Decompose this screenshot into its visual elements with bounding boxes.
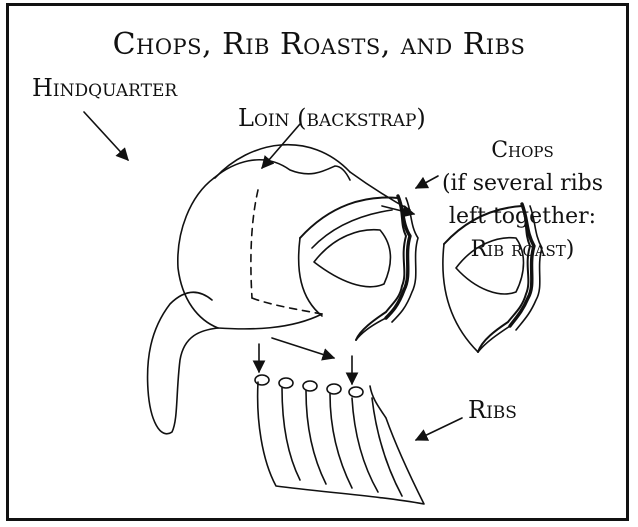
- chops-note-line-2: left together:: [420, 200, 625, 233]
- hindquarter-outline: [214, 160, 350, 180]
- rib-end-4: [327, 384, 341, 394]
- loin-cut-eye: [314, 230, 390, 287]
- ribs-label-arrow: [416, 418, 462, 440]
- chops-note-line-1: (if several ribs: [420, 167, 625, 200]
- rib-line-1: [282, 388, 300, 480]
- hindquarter-arrow: [84, 112, 128, 160]
- loin-cut-face: [300, 197, 406, 340]
- rib-end-2: [279, 378, 293, 388]
- loin-bottom-line: [218, 314, 322, 329]
- diagram-title: Chops, Rib Roasts, and Ribs: [0, 30, 638, 60]
- rib-end-3: [303, 381, 317, 391]
- chops-label: Chops: [420, 134, 625, 167]
- chops-label-group: Chops (if several ribs left together: Ri…: [420, 134, 625, 266]
- loin-bottom-to-chops-arrow: [272, 338, 334, 358]
- back-line: [215, 145, 350, 178]
- hindquarter-label: Hindquarter: [32, 76, 177, 100]
- chops-bottom-front: [478, 326, 510, 352]
- ribs-label: Ribs: [468, 398, 517, 422]
- hindquarter-rump: [178, 178, 218, 328]
- loin-edge-thick: [386, 196, 410, 318]
- loin-label: Loin (backstrap): [238, 106, 426, 130]
- rib-end-5: [349, 387, 363, 397]
- hindquarter-lower: [148, 292, 218, 434]
- rib-end-1: [255, 375, 269, 385]
- loin-left-side: [299, 238, 322, 316]
- loin-bottom-front: [356, 318, 386, 340]
- rib-line-3: [330, 394, 352, 488]
- rib-roast-label: Rib roast): [420, 233, 625, 266]
- rib-line-2: [306, 391, 326, 484]
- cut-line-hindquarter: [251, 190, 258, 298]
